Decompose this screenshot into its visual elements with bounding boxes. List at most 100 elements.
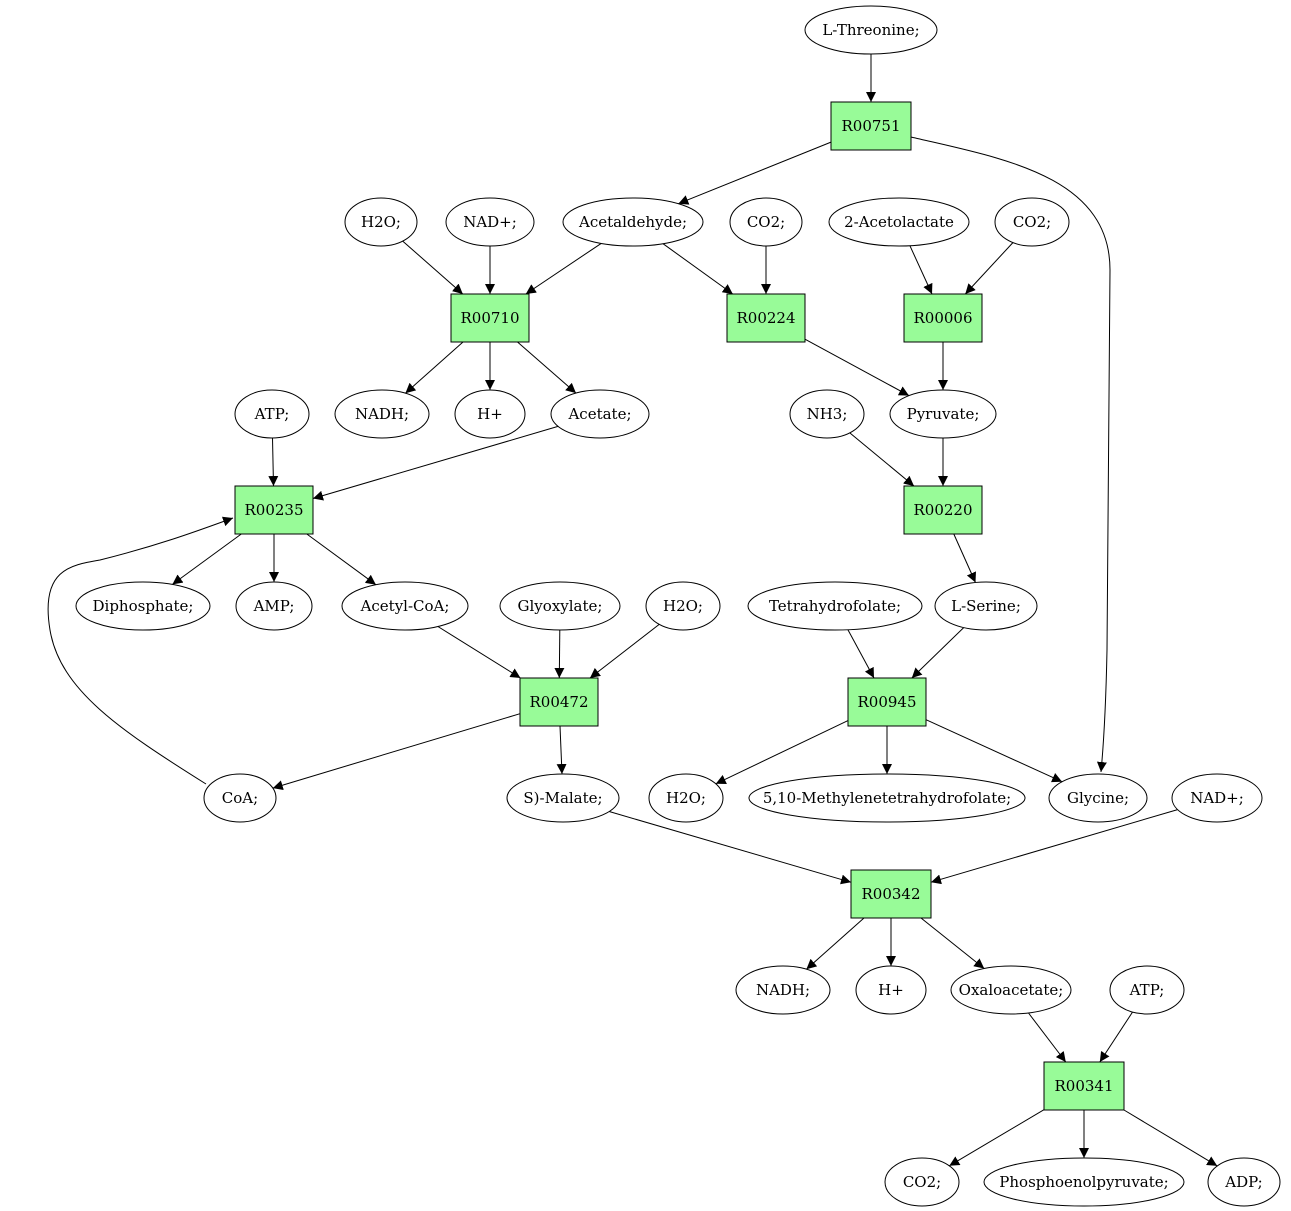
- r00235-label: R00235: [244, 501, 303, 519]
- metabolite-node-diphos[interactable]: Diphosphate;: [75, 581, 211, 631]
- metabolite-node-coa[interactable]: CoA;: [203, 773, 277, 823]
- edge-atp_b-to-r00341: [1099, 1011, 1133, 1063]
- metabolite-node-h_b[interactable]: H+: [855, 965, 927, 1015]
- reaction-node-r00472[interactable]: R00472: [519, 677, 599, 727]
- reaction-node-r00006[interactable]: R00006: [903, 293, 983, 343]
- metabolite-node-adp[interactable]: ADP;: [1207, 1157, 1281, 1207]
- acetald-shape: [562, 197, 704, 247]
- metabolite-node-co2_b[interactable]: CO2;: [994, 197, 1070, 247]
- metabolite-node-h2o_c[interactable]: H2O;: [648, 773, 724, 823]
- reaction-node-r00710[interactable]: R00710: [450, 293, 530, 343]
- oxalo-shape: [950, 965, 1072, 1015]
- r00006-shape: [903, 293, 983, 343]
- adp-label: ADP;: [1224, 1173, 1262, 1191]
- metabolite-node-nadh_a[interactable]: NADH;: [334, 389, 430, 439]
- edge-co2_b-to-r00006: [964, 242, 1014, 295]
- co2_b-shape: [994, 197, 1070, 247]
- reaction-node-r00220[interactable]: R00220: [903, 485, 983, 535]
- r00224-shape: [726, 293, 806, 343]
- edge-r00710-to-nadh_a: [405, 341, 464, 394]
- h2o_a-label: H2O;: [361, 213, 401, 231]
- metabolite-node-h_a[interactable]: H+: [454, 389, 526, 439]
- glycine-shape: [1048, 773, 1148, 823]
- metabolite-node-acetald[interactable]: Acetaldehyde;: [562, 197, 704, 247]
- metabolite-node-atp_b[interactable]: ATP;: [1109, 965, 1185, 1015]
- metabolite-node-nad_a[interactable]: NAD+;: [445, 197, 535, 247]
- metabolite-node-amp[interactable]: AMP;: [235, 581, 313, 631]
- coa-label: CoA;: [222, 789, 258, 807]
- metabolite-node-nh3[interactable]: NH3;: [789, 389, 865, 439]
- edge-r00341-to-co2_c: [949, 1109, 1045, 1167]
- r00235-shape: [234, 485, 314, 535]
- atp_b-label: ATP;: [1129, 981, 1165, 999]
- reaction-node-r00342[interactable]: R00342: [850, 869, 932, 919]
- metabolite-node-oxalo[interactable]: Oxaloacetate;: [950, 965, 1072, 1015]
- metabolite-node-nadh_b[interactable]: NADH;: [735, 965, 831, 1015]
- nad_b-label: NAD+;: [1190, 789, 1244, 807]
- edge-r00945-to-h2o_c: [715, 720, 849, 785]
- lthr-label: L-Threonine;: [822, 21, 919, 39]
- edge-layer: [47, 54, 1218, 1167]
- reaction-node-r00341[interactable]: R00341: [1043, 1061, 1125, 1111]
- atp_b-shape: [1109, 965, 1185, 1015]
- h_a-label: H+: [477, 405, 503, 423]
- metabolite-node-co2_c[interactable]: CO2;: [884, 1157, 960, 1207]
- metabolite-node-atp_a[interactable]: ATP;: [234, 389, 310, 439]
- metabolite-node-nad_b[interactable]: NAD+;: [1171, 773, 1263, 823]
- edge-h2o_a-to-r00710: [402, 240, 464, 295]
- metabolite-node-co2_a[interactable]: CO2;: [729, 197, 803, 247]
- metabolite-node-methf[interactable]: 5,10-Methylenetetrahydrofolate;: [748, 773, 1026, 823]
- r00342-label: R00342: [861, 885, 920, 903]
- edge-acetald-to-r00224: [662, 243, 734, 295]
- reaction-node-r00224[interactable]: R00224: [726, 293, 806, 343]
- methf-label: 5,10-Methylenetetrahydrofolate;: [763, 789, 1011, 807]
- r00006-label: R00006: [913, 309, 972, 327]
- r00472-shape: [519, 677, 599, 727]
- h2o_b-shape: [645, 581, 721, 631]
- metabolite-node-acetate[interactable]: Acetate;: [550, 389, 650, 439]
- edge-r00342-to-oxalo: [920, 917, 985, 969]
- target-metabolite-node-glycine[interactable]: Glycine;: [1048, 773, 1148, 823]
- edge-acetald-to-r00710: [525, 242, 602, 295]
- metabolite-node-glyox[interactable]: Glyoxylate;: [499, 581, 621, 631]
- edge-r00224-to-pyruvate: [804, 338, 910, 397]
- nh3-label: NH3;: [807, 405, 848, 423]
- metabolite-node-acetolac[interactable]: 2-Acetolactate: [828, 197, 970, 247]
- metabolite-node-malate[interactable]: S)-Malate;: [506, 773, 620, 823]
- glycine-label: Glycine;: [1067, 789, 1129, 807]
- r00945-label: R00945: [857, 693, 916, 711]
- co2_c-shape: [884, 1157, 960, 1207]
- edge-r00751-to-glycine: [910, 136, 1111, 773]
- metabolite-node-h2o_a[interactable]: H2O;: [344, 197, 418, 247]
- start-metabolite-node-lthr[interactable]: L-Threonine;: [804, 5, 938, 55]
- r00472-label: R00472: [529, 693, 588, 711]
- metabolite-node-pyruvate[interactable]: Pyruvate;: [889, 389, 997, 439]
- atp_a-shape: [234, 389, 310, 439]
- metabolite-node-thf[interactable]: Tetrahydrofolate;: [747, 581, 923, 631]
- edge-oxalo-to-r00341: [1028, 1012, 1067, 1063]
- thf-shape: [747, 581, 923, 631]
- edge-h2o_b-to-r00472: [589, 624, 660, 679]
- metabolite-node-acetylcoa[interactable]: Acetyl-CoA;: [341, 581, 469, 631]
- acetolac-shape: [828, 197, 970, 247]
- r00710-shape: [450, 293, 530, 343]
- thf-label: Tetrahydrofolate;: [769, 597, 901, 615]
- r00224-label: R00224: [736, 309, 795, 327]
- reaction-node-r00945[interactable]: R00945: [847, 677, 927, 727]
- metabolite-node-h2o_b[interactable]: H2O;: [645, 581, 721, 631]
- edge-r00220-to-lser: [953, 533, 976, 583]
- metabolite-node-lser[interactable]: L-Serine;: [934, 581, 1038, 631]
- acetylcoa-shape: [341, 581, 469, 631]
- metabolite-node-pep[interactable]: Phosphoenolpyruvate;: [983, 1157, 1185, 1207]
- acetald-label: Acetaldehyde;: [578, 213, 687, 231]
- edge-coa-to-r00235: [47, 516, 234, 785]
- h_b-shape: [855, 965, 927, 1015]
- edge-r00710-to-acetate: [517, 341, 577, 394]
- h2o_c-shape: [648, 773, 724, 823]
- edge-r00342-to-nadh_b: [806, 917, 865, 970]
- reaction-node-r00751[interactable]: R00751: [830, 101, 912, 151]
- edge-nh3-to-r00220: [849, 432, 915, 487]
- reaction-node-r00235[interactable]: R00235: [234, 485, 314, 535]
